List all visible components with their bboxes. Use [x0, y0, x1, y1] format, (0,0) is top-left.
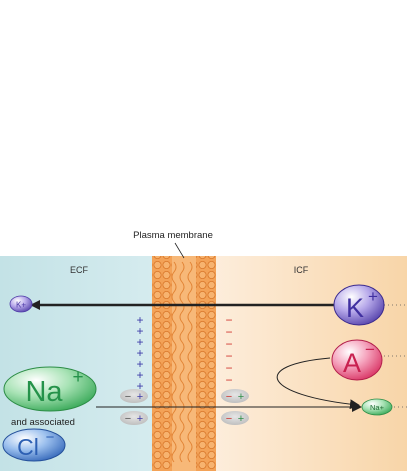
charge-pair-icf-lower: − + [221, 411, 249, 425]
pair-minus: − [226, 413, 232, 425]
pair-minus: − [125, 391, 131, 403]
pair-plus: + [137, 413, 143, 425]
sodium-ion-large [3, 366, 97, 412]
minus-sign: − [225, 349, 232, 363]
minus-sign: − [225, 337, 232, 351]
pair-minus: − [125, 413, 131, 425]
membrane-leader-line [174, 242, 185, 259]
plus-sign: + [136, 335, 143, 349]
sodium-ion-large-symbol: Na [25, 376, 63, 408]
sodium-ion-small-label: Na+ [370, 403, 385, 412]
plus-sign: + [136, 313, 143, 327]
and-associated-label: and associated [11, 417, 75, 428]
membrane-label: Plasma membrane [133, 230, 213, 241]
chloride-ion-symbol: Cl [17, 434, 39, 460]
ecf-positive-charges: + + + + + + + [136, 313, 143, 393]
charge-pair-ecf-lower: − + [120, 411, 148, 425]
anion-large [331, 339, 383, 381]
icf-negative-charges: − − − − − − [225, 313, 232, 387]
pair-minus: − [226, 391, 232, 403]
icf-label: ICF [294, 265, 309, 275]
plus-sign: + [136, 346, 143, 360]
anion-large-symbol: A [343, 348, 361, 378]
chloride-ion [2, 428, 66, 462]
charge-pair-ecf-upper: − + [120, 389, 148, 403]
plus-sign: + [136, 379, 143, 393]
chloride-ion-charge: − [46, 429, 55, 446]
minus-sign: − [225, 373, 232, 387]
minus-sign: − [225, 313, 232, 327]
charge-pair-icf-upper: − + [221, 389, 249, 403]
pair-plus: + [238, 391, 244, 403]
minus-sign: − [225, 325, 232, 339]
plus-sign: + [136, 357, 143, 371]
anion-attraction-arrow [276, 357, 360, 410]
potassium-ion-large-symbol: K [346, 293, 364, 323]
potassium-ion-small [9, 295, 33, 313]
anion-large-charge: − [365, 340, 375, 359]
plus-sign: + [136, 324, 143, 338]
ecf-label: ECF [70, 265, 89, 275]
plasma-membrane-bilayer [152, 256, 216, 471]
minus-sign: − [225, 361, 232, 375]
potassium-ion-small-label: K+ [16, 301, 26, 310]
plus-sign: + [136, 368, 143, 382]
sodium-ion-small [361, 398, 393, 416]
sodium-ion-large-charge: + [72, 367, 83, 388]
potassium-ion-large [333, 284, 385, 326]
potassium-ion-large-charge: + [368, 287, 378, 306]
pair-plus: + [238, 413, 244, 425]
pair-plus: + [137, 391, 143, 403]
